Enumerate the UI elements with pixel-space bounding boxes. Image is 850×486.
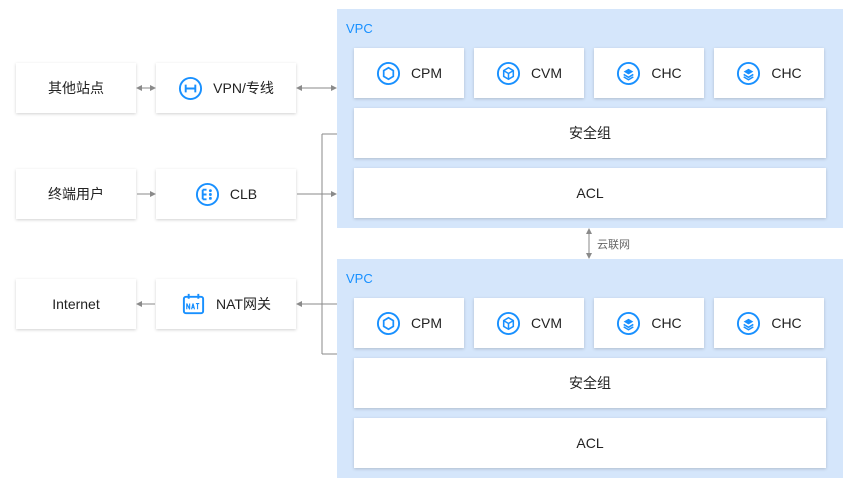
vpc-bottom-security-group[interactable]: 安全组 bbox=[354, 358, 826, 408]
cpm-icon bbox=[376, 311, 401, 336]
vpc-top-service-chc-1[interactable]: CHC bbox=[594, 48, 704, 98]
other-sites-node[interactable]: 其他站点 bbox=[16, 63, 136, 113]
chc-icon bbox=[736, 311, 761, 336]
cpm-icon bbox=[376, 61, 401, 86]
other-sites-label: 其他站点 bbox=[48, 80, 104, 96]
vpn-icon bbox=[178, 76, 203, 101]
ccn-label: 云联网 bbox=[597, 239, 630, 251]
vpc-top-service-chc-2[interactable]: CHC bbox=[714, 48, 824, 98]
chc-icon bbox=[616, 61, 641, 86]
service-label: CPM bbox=[410, 65, 443, 81]
vpc-bottom-service-chc-1[interactable]: CHC bbox=[594, 298, 704, 348]
vpc-bottom-service-cpm[interactable]: CPM bbox=[354, 298, 464, 348]
cvm-icon bbox=[496, 311, 521, 336]
vpc-bottom-acl[interactable]: ACL bbox=[354, 418, 826, 468]
vpc-top-acl[interactable]: ACL bbox=[354, 168, 826, 218]
internet-node[interactable]: Internet bbox=[16, 279, 136, 329]
service-label: CHC bbox=[651, 65, 682, 81]
vpc-bottom-service-cvm[interactable]: CVM bbox=[474, 298, 584, 348]
service-label: CPM bbox=[410, 315, 443, 331]
cvm-icon bbox=[496, 61, 521, 86]
service-label: CHC bbox=[771, 315, 802, 331]
chc-icon bbox=[616, 311, 641, 336]
vpc-top-service-cvm[interactable]: CVM bbox=[474, 48, 584, 98]
vpc-top-label: VPC bbox=[346, 21, 373, 36]
acl-label: ACL bbox=[576, 435, 604, 451]
vpn-label: VPN/专线 bbox=[213, 80, 274, 96]
service-label: CHC bbox=[651, 315, 682, 331]
service-label: CHC bbox=[771, 65, 802, 81]
nat-label: NAT网关 bbox=[216, 296, 271, 312]
chc-icon bbox=[736, 61, 761, 86]
clb-node[interactable]: CLB bbox=[156, 169, 296, 219]
security-group-label: 安全组 bbox=[569, 375, 611, 391]
service-label: CVM bbox=[530, 315, 563, 331]
vpn-node[interactable]: VPN/专线 bbox=[156, 63, 296, 113]
acl-label: ACL bbox=[576, 185, 604, 201]
clb-icon bbox=[195, 182, 220, 207]
nat-node[interactable]: NAT网关 bbox=[156, 279, 296, 329]
security-group-label: 安全组 bbox=[569, 125, 611, 141]
vpc-bottom-service-chc-2[interactable]: CHC bbox=[714, 298, 824, 348]
end-users-node[interactable]: 终端用户 bbox=[16, 169, 136, 219]
service-label: CVM bbox=[530, 65, 563, 81]
clb-label: CLB bbox=[229, 186, 258, 202]
internet-label: Internet bbox=[52, 296, 100, 312]
end-users-label: 终端用户 bbox=[48, 186, 104, 202]
vpc-bottom-label: VPC bbox=[346, 271, 373, 286]
vpc-top-security-group[interactable]: 安全组 bbox=[354, 108, 826, 158]
vpc-top-service-cpm[interactable]: CPM bbox=[354, 48, 464, 98]
nat-icon bbox=[181, 292, 206, 317]
